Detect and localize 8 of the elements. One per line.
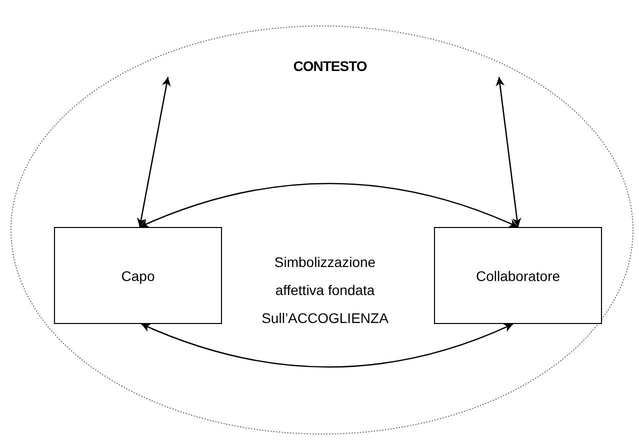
double-arrow (496, 76, 522, 228)
context-heading: CONTESTO (292, 58, 368, 74)
double-arrow (139, 182, 518, 228)
double-arrow (136, 76, 171, 228)
process-box: Collaboratore (434, 227, 602, 324)
double-arrow (141, 323, 514, 368)
process-box: Capo (54, 227, 222, 324)
center-caption: Simbolizzazione affettiva fondata Sull’ACCOGLIENZA (260, 253, 390, 328)
